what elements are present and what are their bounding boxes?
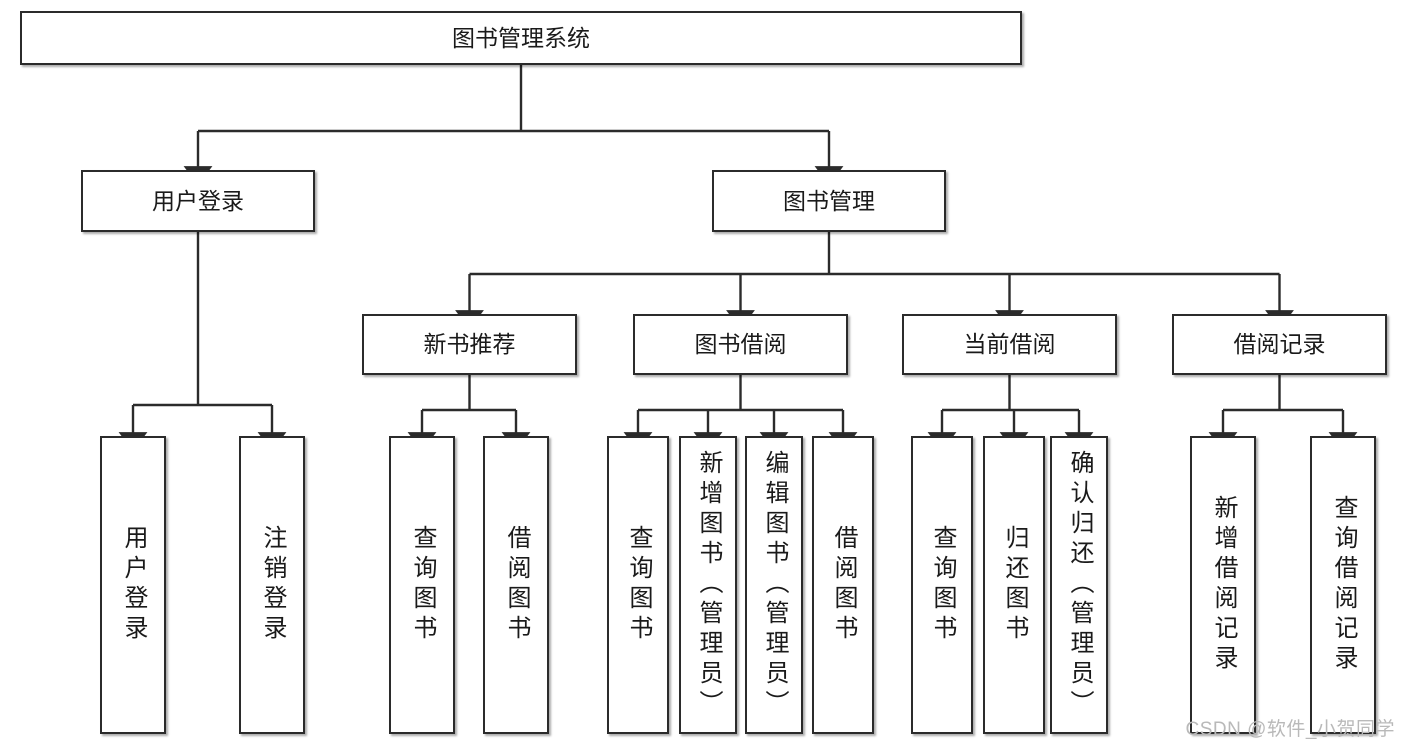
node-label: 用户登录 — [120, 525, 147, 645]
node-label: 查询图书 — [409, 525, 436, 645]
node-l-borrow2[interactable]: 借阅图书 — [812, 436, 874, 734]
node-label: 注销登录 — [259, 525, 286, 645]
node-root[interactable]: 图书管理系统 — [20, 11, 1022, 65]
node-label: 借阅图书 — [503, 525, 530, 645]
node-login[interactable]: 用户登录 — [81, 170, 315, 232]
node-borrow[interactable]: 图书借阅 — [633, 314, 848, 375]
node-label: 新增图书（管理员） — [695, 450, 722, 720]
node-label: 编辑图书（管理员） — [761, 450, 788, 720]
node-label: 查询图书 — [929, 525, 956, 645]
node-l-query1[interactable]: 查询图书 — [389, 436, 455, 734]
node-l-confirm[interactable]: 确认归还（管理员） — [1050, 436, 1108, 734]
node-label: 归还图书 — [1001, 525, 1028, 645]
node-l-return[interactable]: 归还图书 — [983, 436, 1045, 734]
node-label: 借阅记录 — [1233, 331, 1326, 358]
node-l-query3[interactable]: 查询图书 — [911, 436, 973, 734]
node-current[interactable]: 当前借阅 — [902, 314, 1117, 375]
node-l-login[interactable]: 用户登录 — [100, 436, 166, 734]
node-l-addrec[interactable]: 新增借阅记录 — [1190, 436, 1256, 734]
node-label: 查询借阅记录 — [1330, 495, 1357, 675]
node-label: 确认归还（管理员） — [1066, 450, 1093, 720]
node-label: 借阅图书 — [830, 525, 857, 645]
node-label: 查询图书 — [625, 525, 652, 645]
node-label: 图书管理 — [783, 187, 875, 214]
node-label: 图书管理系统 — [452, 24, 590, 51]
node-l-queryrec[interactable]: 查询借阅记录 — [1310, 436, 1376, 734]
node-newbook[interactable]: 新书推荐 — [362, 314, 577, 375]
node-l-borrow1[interactable]: 借阅图书 — [483, 436, 549, 734]
node-label: 用户登录 — [152, 187, 244, 214]
node-l-query2[interactable]: 查询图书 — [607, 436, 669, 734]
node-l-logout[interactable]: 注销登录 — [239, 436, 305, 734]
node-label: 当前借阅 — [963, 331, 1056, 358]
node-records[interactable]: 借阅记录 — [1172, 314, 1387, 375]
node-l-edit[interactable]: 编辑图书（管理员） — [745, 436, 803, 734]
node-bookmgmt[interactable]: 图书管理 — [712, 170, 946, 232]
node-label: 新增借阅记录 — [1210, 495, 1237, 675]
node-label: 图书借阅 — [694, 331, 787, 358]
node-label: 新书推荐 — [423, 331, 516, 358]
node-l-add[interactable]: 新增图书（管理员） — [679, 436, 737, 734]
